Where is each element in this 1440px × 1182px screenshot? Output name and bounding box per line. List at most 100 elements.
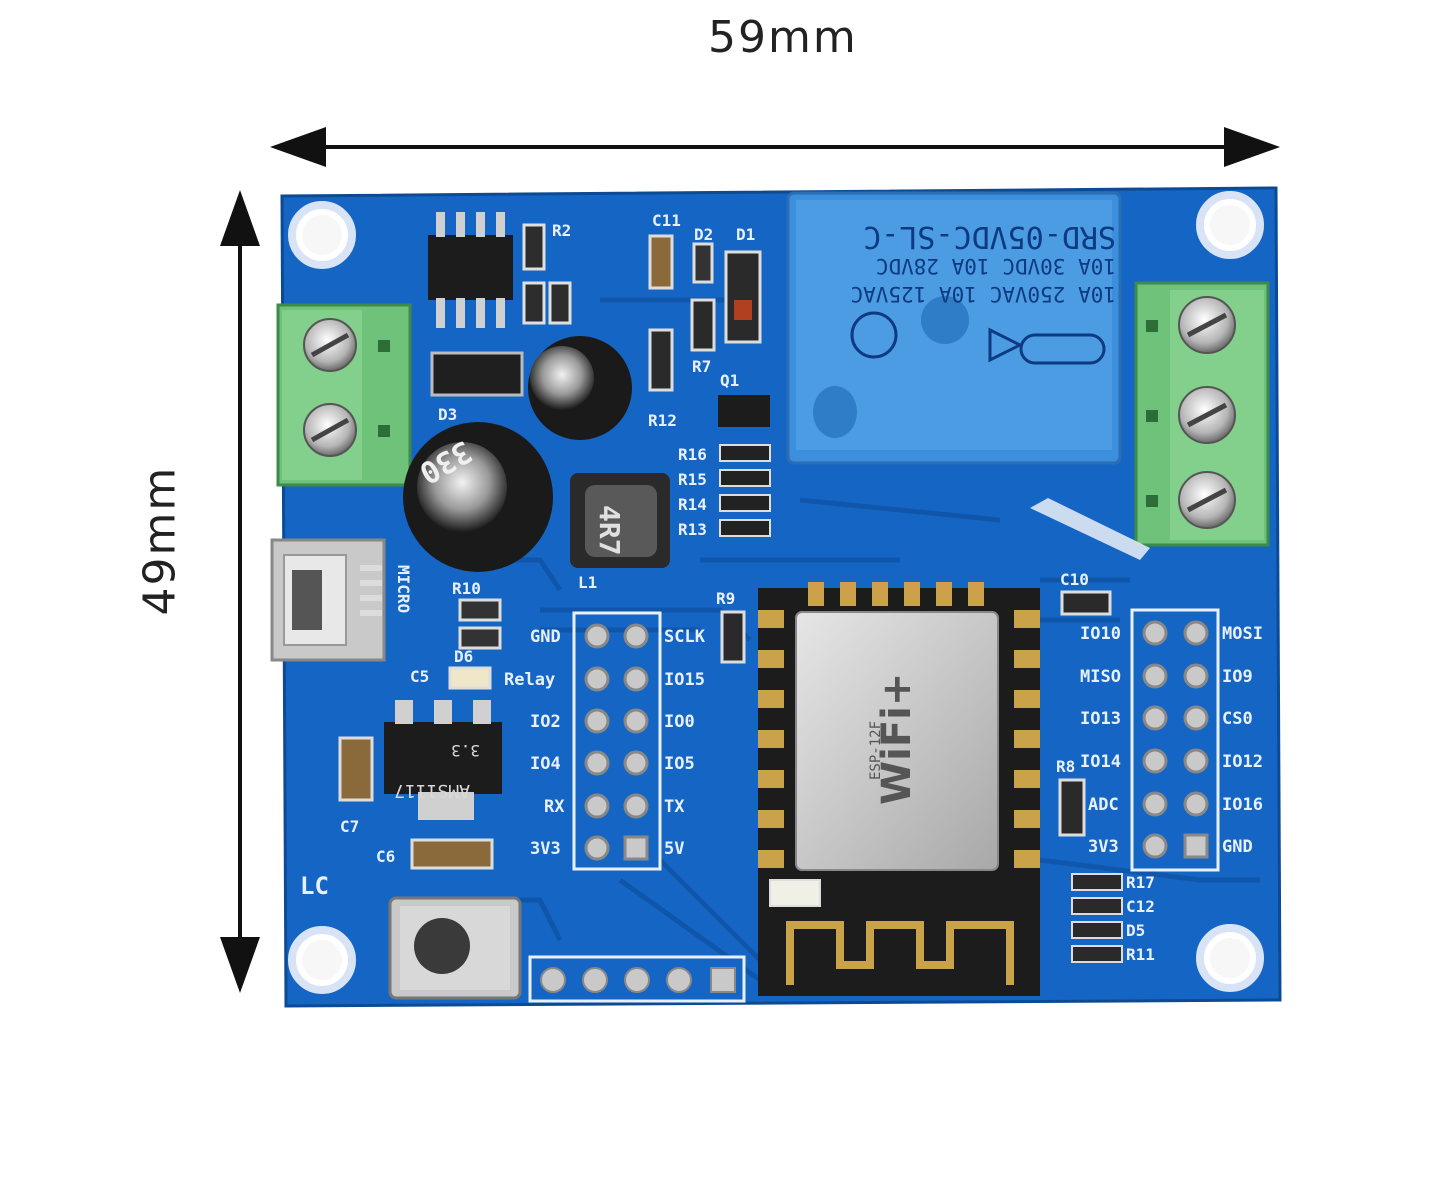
smd-component [458,598,502,622]
pin-label: IO12 [1222,752,1263,772]
right-terminal-block [1134,281,1270,547]
pin-label: MISO [1080,667,1121,687]
soic-chip [428,212,513,328]
designator: R12 [648,411,677,430]
designator: D1 [736,225,755,244]
pin-label: ADC [1088,795,1119,815]
smd-component [692,242,714,284]
designator: C6 [376,847,395,866]
inductor-l1: 4R7 [570,473,670,568]
ams1117-regulator: AMS1117 3.3 [384,700,502,820]
designator: R9 [716,589,735,608]
pin-label: IO9 [1222,667,1253,687]
smd-component [1058,778,1086,837]
pin-label: GND [1222,837,1253,857]
designator: C11 [652,211,681,230]
designator: C12 [1126,897,1155,916]
designator: R11 [1126,945,1155,964]
resistor-array [719,444,771,537]
pin-label: IO10 [1080,624,1121,644]
designator: R16 [678,445,707,464]
usb-label: MICRO [394,565,413,613]
reset-button[interactable] [388,896,522,1000]
ul-mark-icon [850,311,898,359]
designator: R8 [1056,757,1075,776]
designator: R14 [678,495,707,514]
pin-label: 3V3 [530,839,561,859]
smd-component [522,223,546,271]
designator: C5 [410,667,429,686]
pin-label: IO13 [1080,709,1121,729]
regulator-label: AMS1117 [394,780,470,801]
smd-component [690,298,716,352]
relay: SRD-05VDC-SL-C 10A 250VAC 10A 125VAC 10A… [786,191,1122,465]
pin-label: IO16 [1222,795,1263,815]
pin-label: 3V3 [1088,837,1119,857]
relay-model: SRD-05VDC-SL-C [863,219,1116,254]
wifi-module-brand: WiFi+ [874,673,920,805]
designator: D2 [694,225,713,244]
smd-component [458,626,502,650]
relay-shadow-plate [1030,498,1150,560]
esp12f-wifi-module: WiFi+ ESP-12F [758,582,1040,996]
pin-label: TX [664,797,685,817]
designator: R10 [452,579,481,598]
designator: R2 [552,221,571,240]
width-dimension-label: 59mm [708,12,858,63]
left-header-labels: GND Relay IO2 IO4 RX 3V3 SCLK IO15 IO0 I… [504,627,706,859]
capacitor-c6 [410,838,494,870]
left-pin-header [572,611,662,871]
relay-rating-line-1: 10A 250VAC 10A 125VAC [850,282,1116,306]
smd-diode [430,351,524,397]
pin-label: SCLK [664,627,706,647]
smd-component [648,234,674,290]
smd-diode [724,250,762,344]
pin-label: IO5 [664,754,695,774]
designator: Q1 [720,371,739,390]
transistor-q1 [718,395,770,427]
regulator-voltage: 3.3 [451,741,480,760]
pin-label: MOSI [1222,624,1263,644]
cqc-mark [1019,333,1106,365]
smd-component [522,281,546,325]
smd-component [548,281,572,325]
pin-label: IO0 [664,712,695,732]
mounting-holes [288,191,1264,994]
pin-label: GND [530,627,561,647]
right-pin-header [1130,608,1220,872]
pin-label: 5V [664,839,684,859]
smd-component [1060,590,1112,616]
pin-label: CS0 [1222,709,1253,729]
wifi-module-model: ESP-12F [868,721,884,780]
right-header-labels: IO10 MISO IO13 IO14 ADC 3V3 MOSI IO9 CS0… [1080,624,1263,857]
designator-labels: R2 C11 D2 D1 R7 Q1 R12 D3 R16 R15 R14 R1… [340,211,1155,964]
logo-text: LC [300,872,329,900]
capacitor-c7 [338,736,374,802]
designator: R7 [692,357,711,376]
pin-label: IO15 [664,670,705,690]
designator: R15 [678,470,707,489]
warning-triangle-icon [988,327,1024,363]
electrolytic-capacitor-small [528,336,632,440]
designator: R17 [1126,873,1155,892]
pin-label: RX [544,797,565,817]
pin-label: IO4 [530,754,561,774]
designator: D5 [1126,921,1145,940]
smd-stack-bottom-right [1071,873,1123,963]
micro-usb-port [270,538,386,662]
pin-label: Relay [504,670,555,690]
inductor-code: 4R7 [593,505,626,556]
relay-rating-line-2: 10A 30VDC 10A 28VDC [876,254,1116,278]
electrolytic-capacitor-large: 330 [403,422,553,572]
left-terminal-block [276,303,412,487]
smd-component [720,610,746,664]
led-d6 [448,666,492,690]
pin-label: IO2 [530,712,561,732]
bottom-header [528,955,746,1003]
designator: L1 [578,573,597,592]
designator: D3 [438,405,457,424]
designator: C10 [1060,570,1089,589]
smd-component [648,328,674,392]
pin-label: IO14 [1080,752,1121,772]
